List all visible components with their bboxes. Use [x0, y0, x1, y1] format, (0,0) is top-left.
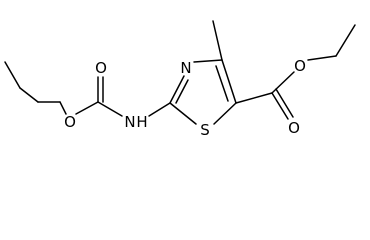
bond-butyl-4 — [59, 101, 67, 115]
bond-ring-c4-c5 — [221, 59, 237, 104]
bond-carbonyl-right-b — [275, 88, 294, 118]
atom-n-ring: N — [180, 59, 191, 77]
bond-ring-c2-n3 — [169, 75, 185, 104]
atom-o-ester-right: O — [294, 57, 306, 75]
atom-o-ester-left: O — [64, 113, 76, 131]
atom-s-ring: S — [200, 121, 210, 139]
atom-h-amine: H — [136, 113, 147, 131]
atom-o-carbonyl-right: O — [288, 119, 300, 137]
bond-methyl — [212, 20, 223, 61]
chemical-structure-diagram: O O N H N S O O — [4, 20, 356, 139]
bond-ester-c-o — [271, 71, 295, 94]
bond-carbamate-c-n — [97, 101, 123, 117]
bond-carbonyl-right-a — [271, 92, 289, 120]
bond-c5-ester-c — [235, 92, 273, 104]
bond-n-ring-c2 — [148, 102, 171, 117]
bond-ring-n3-c4 — [193, 59, 223, 63]
bond-ring-c5-s1 — [213, 102, 237, 125]
bond-ethyl-1 — [307, 55, 337, 61]
bond-ring-c2-n3-double — [175, 79, 189, 104]
bond-butyl-1 — [4, 61, 21, 89]
atom-n-amine: N — [124, 113, 135, 131]
bond-ring-c4-c5-double — [215, 65, 229, 102]
bond-o-carbamate-c — [75, 101, 99, 115]
bond-butyl-2 — [19, 87, 39, 103]
atom-o-carbonyl-left: O — [95, 59, 107, 77]
bond-ring-s1-c2 — [169, 102, 197, 125]
bond-ethyl-2 — [335, 24, 356, 57]
